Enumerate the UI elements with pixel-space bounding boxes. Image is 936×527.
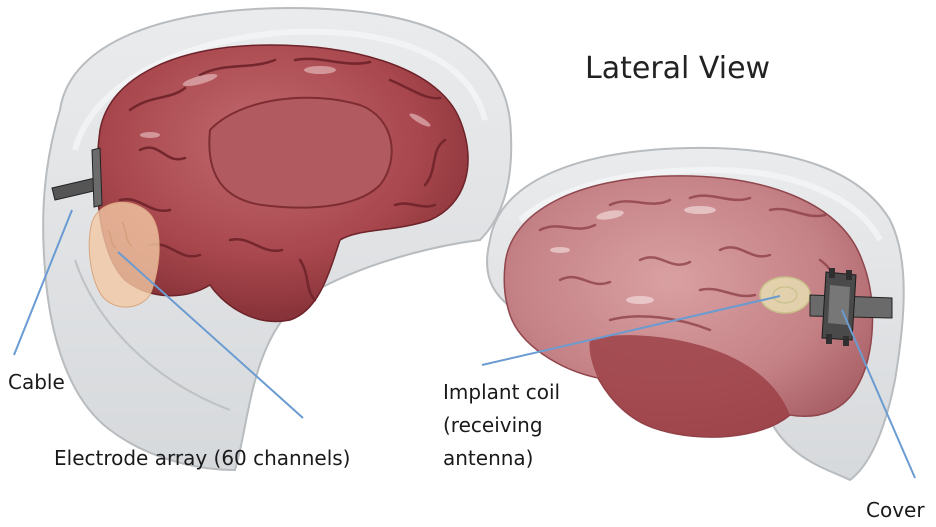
label-implant-coil-line1: Implant coil — [443, 380, 560, 404]
label-electrode-array: Electrode array (60 channels) — [54, 446, 350, 470]
label-implant-coil-line2: (receiving — [443, 413, 543, 437]
label-implant-coil-line3: antenna) — [443, 446, 534, 470]
electrode-array — [89, 202, 159, 307]
title-lateral-view: Lateral View — [585, 51, 770, 86]
implant-coil — [760, 277, 810, 313]
label-cable: Cable — [8, 370, 65, 394]
right-head-model — [487, 148, 904, 480]
left-head-model — [43, 8, 511, 470]
label-cover: Cover — [866, 498, 925, 522]
